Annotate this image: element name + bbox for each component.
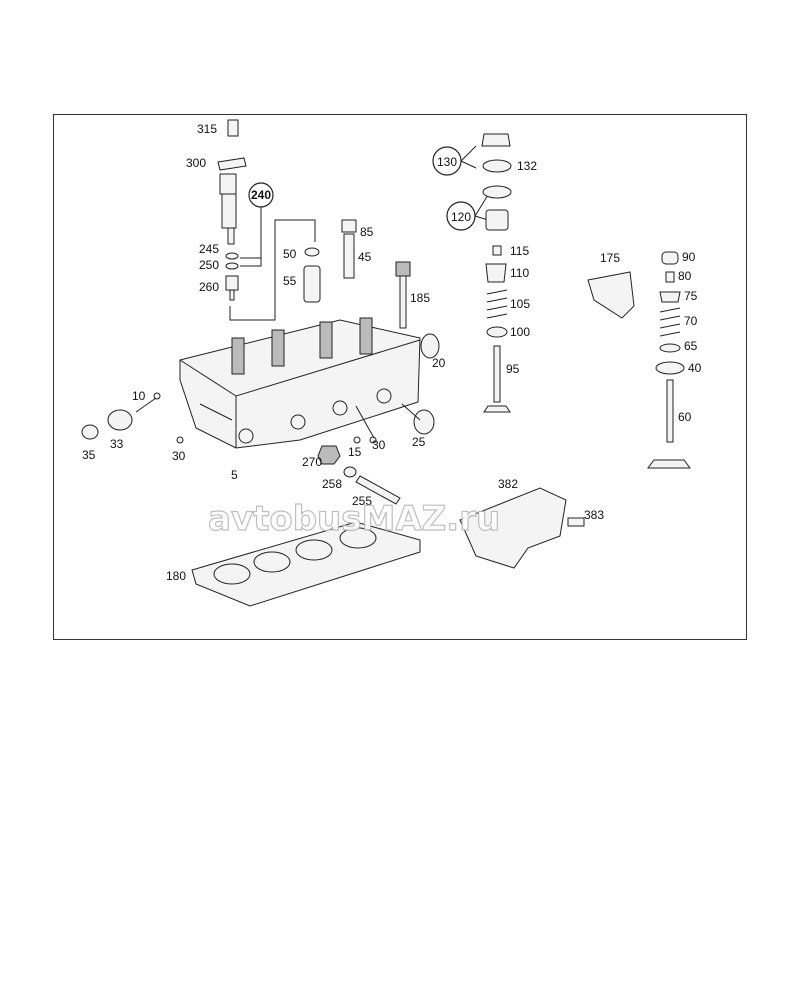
watermark-text: avtobusMAZ.ru bbox=[208, 499, 500, 539]
seal-50 bbox=[304, 247, 320, 257]
label-270: 270 bbox=[302, 455, 322, 469]
part-270 bbox=[317, 445, 341, 465]
part-labels: 315 300 240 245 250 260 50 55 85 45 185 … bbox=[82, 122, 702, 583]
seal-65 bbox=[659, 343, 681, 353]
ball-30a bbox=[176, 436, 184, 444]
plug-33 bbox=[107, 409, 133, 431]
leader-50-55 bbox=[229, 219, 316, 321]
label-85: 85 bbox=[360, 225, 374, 239]
label-33: 33 bbox=[110, 437, 124, 451]
label-15: 15 bbox=[348, 445, 362, 459]
label-383: 383 bbox=[584, 508, 604, 522]
head-gasket-180 bbox=[191, 521, 421, 607]
valve-stem-95 bbox=[493, 345, 501, 403]
label-30a: 30 bbox=[172, 449, 186, 463]
label-50: 50 bbox=[283, 247, 297, 261]
plug-20 bbox=[420, 333, 440, 359]
retainer-110 bbox=[485, 263, 507, 283]
bolt-head-185 bbox=[395, 261, 411, 277]
spring-70 bbox=[659, 307, 681, 337]
label-260: 260 bbox=[199, 280, 219, 294]
rocker-arm-175 bbox=[587, 271, 635, 319]
label-40: 40 bbox=[688, 361, 702, 375]
part-85 bbox=[341, 219, 357, 233]
washer-258 bbox=[343, 466, 357, 478]
seat-100 bbox=[486, 326, 508, 338]
label-90: 90 bbox=[682, 250, 696, 264]
label-25: 25 bbox=[412, 435, 426, 449]
ball-15 bbox=[353, 436, 361, 444]
part-120 bbox=[485, 209, 509, 231]
cylinder-head bbox=[179, 317, 421, 449]
leaders-block bbox=[135, 397, 421, 439]
label-132: 132 bbox=[517, 159, 537, 173]
label-255: 255 bbox=[352, 494, 372, 508]
label-95: 95 bbox=[506, 362, 520, 376]
ball-10 bbox=[153, 392, 161, 400]
plug-35 bbox=[81, 424, 99, 440]
label-110: 110 bbox=[510, 266, 529, 280]
valve-head-95 bbox=[483, 405, 511, 413]
pin-255 bbox=[355, 475, 401, 505]
label-382: 382 bbox=[498, 477, 518, 491]
label-240: 240 bbox=[251, 188, 271, 202]
ring-120 bbox=[482, 185, 512, 199]
label-75: 75 bbox=[684, 289, 698, 303]
bracket-382 bbox=[459, 487, 567, 569]
cap-130 bbox=[481, 133, 511, 147]
key-115 bbox=[492, 245, 502, 256]
label-5: 5 bbox=[231, 468, 238, 482]
retainer-75 bbox=[659, 291, 681, 303]
leader-240 bbox=[240, 207, 262, 267]
label-130: 130 bbox=[437, 155, 457, 169]
label-60: 60 bbox=[678, 410, 692, 424]
part-90 bbox=[661, 251, 679, 265]
part-55 bbox=[303, 265, 321, 303]
label-65: 65 bbox=[684, 339, 698, 353]
valve-head-60 bbox=[647, 459, 691, 469]
valve-guide-45 bbox=[343, 233, 355, 279]
label-30b: 30 bbox=[372, 438, 386, 452]
label-245: 245 bbox=[199, 242, 219, 256]
diagram-frame bbox=[53, 114, 747, 640]
label-45: 45 bbox=[358, 250, 372, 264]
plug-25 bbox=[413, 409, 435, 435]
valve-stem-60 bbox=[666, 379, 674, 443]
spring-105 bbox=[486, 289, 508, 319]
label-258: 258 bbox=[322, 477, 342, 491]
ring-132 bbox=[482, 159, 512, 173]
label-120: 120 bbox=[451, 210, 471, 224]
bolt-shaft-185 bbox=[399, 275, 407, 329]
label-80: 80 bbox=[678, 269, 692, 283]
label-115: 115 bbox=[510, 244, 529, 258]
label-10: 10 bbox=[132, 389, 146, 403]
label-35: 35 bbox=[82, 448, 96, 462]
key-80 bbox=[665, 271, 675, 283]
label-315: 315 bbox=[197, 122, 217, 136]
label-250: 250 bbox=[199, 258, 219, 272]
label-300: 300 bbox=[186, 156, 206, 170]
label-55: 55 bbox=[283, 274, 297, 288]
label-20: 20 bbox=[432, 356, 446, 370]
label-180: 180 bbox=[166, 569, 186, 583]
label-105: 105 bbox=[510, 297, 530, 311]
leaders-130-120 bbox=[460, 145, 489, 221]
label-70: 70 bbox=[684, 314, 698, 328]
seat-40 bbox=[655, 361, 685, 375]
label-100: 100 bbox=[510, 325, 530, 339]
label-175: 175 bbox=[600, 251, 620, 265]
injector-assembly bbox=[217, 119, 247, 301]
label-185: 185 bbox=[410, 291, 430, 305]
bolt-383 bbox=[567, 517, 585, 527]
